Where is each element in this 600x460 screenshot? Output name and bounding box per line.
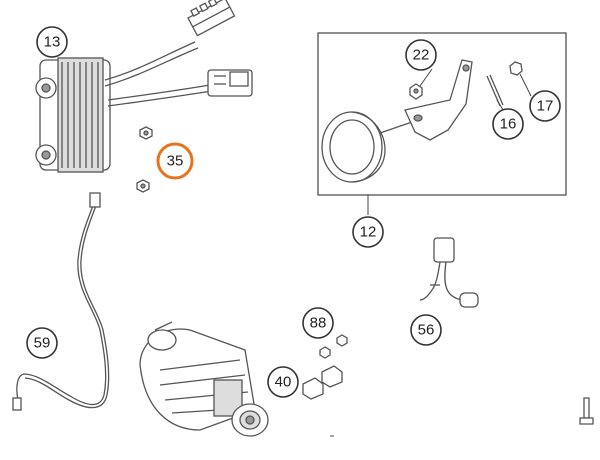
callout-16[interactable]: 16 (492, 108, 524, 140)
horn-assembly[interactable] (321, 59, 523, 183)
svg-text:17: 17 (537, 98, 554, 115)
small-bolt (579, 397, 594, 425)
callout-17[interactable]: 17 (529, 90, 561, 122)
callout-35[interactable]: 35 (156, 142, 194, 180)
svg-text:12: 12 (360, 224, 377, 241)
svg-text:88: 88 (310, 315, 327, 332)
leader-22 (419, 68, 433, 87)
rubber-blocks[interactable] (302, 365, 343, 400)
small-screws[interactable] (319, 334, 348, 359)
spark-plug-connector[interactable] (419, 237, 479, 308)
callout-12[interactable]: 12 (352, 216, 384, 248)
callout-40[interactable]: 40 (267, 366, 299, 398)
svg-text:13: 13 (44, 34, 61, 51)
svg-text:35: 35 (167, 153, 184, 170)
starter-motor[interactable] (139, 321, 269, 437)
callout-59[interactable]: 59 (26, 327, 58, 359)
callout-88[interactable]: 88 (302, 307, 334, 339)
voltage-regulator[interactable] (35, 0, 253, 173)
regulator-screws[interactable] (136, 126, 153, 193)
svg-text:56: 56 (418, 322, 435, 339)
callout-22[interactable]: 22 (405, 39, 437, 71)
callout-56[interactable]: 56 (410, 314, 442, 346)
svg-text:59: 59 (34, 335, 51, 352)
svg-text:16: 16 (500, 116, 517, 133)
svg-text:40: 40 (275, 374, 292, 391)
starter-cable[interactable] (12, 192, 110, 411)
svg-text:22: 22 (413, 47, 430, 64)
leader-17 (519, 73, 532, 97)
callout-13[interactable]: 13 (36, 26, 68, 58)
